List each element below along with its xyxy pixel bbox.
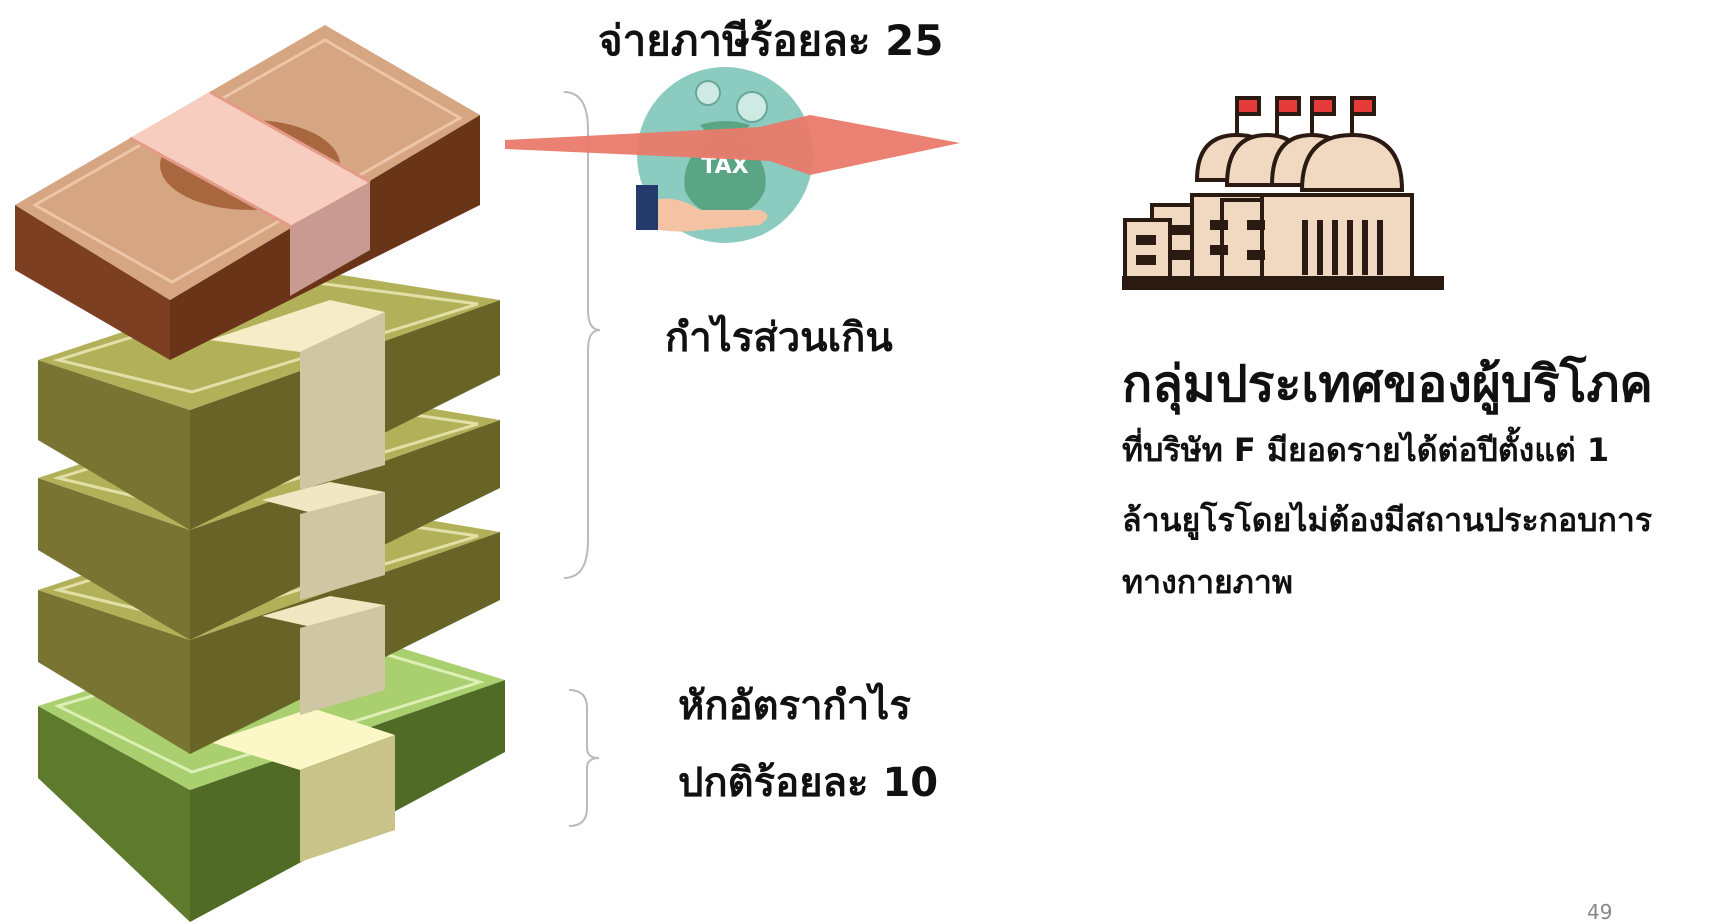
brown-money-stack: [15, 25, 480, 360]
tax-rate-title: จ่ายภาษีร้อยละ 25: [598, 16, 944, 65]
tax-icon: TAX: [505, 67, 960, 243]
consumer-country-heading: กลุ่มประเทศของผู้บริโภค: [1122, 355, 1653, 413]
page-number: 49: [1587, 900, 1613, 924]
consumer-desc-line3: ทางกายภาพ: [1122, 563, 1293, 601]
normal-profit-label-line2: ปกติร้อยละ 10: [678, 760, 939, 806]
excess-profit-label: กำไรส่วนเกิน: [665, 315, 893, 361]
normal-profit-label-line1: หักอัตรากำไร: [678, 683, 911, 729]
government-building-icon: [1122, 96, 1444, 290]
excess-profit-bracket: [563, 91, 600, 579]
normal-profit-bracket: [568, 689, 600, 827]
money-stack-illustration: [15, 25, 505, 922]
consumer-desc-line1: ที่บริษัท F มียอดรายได้ต่อปีตั้งแต่ 1: [1122, 431, 1610, 469]
olive-money-stack-1: [38, 270, 500, 530]
consumer-desc-line2: ล้านยูโรโดยไม่ต้องมีสถานประกอบการ: [1122, 501, 1653, 539]
